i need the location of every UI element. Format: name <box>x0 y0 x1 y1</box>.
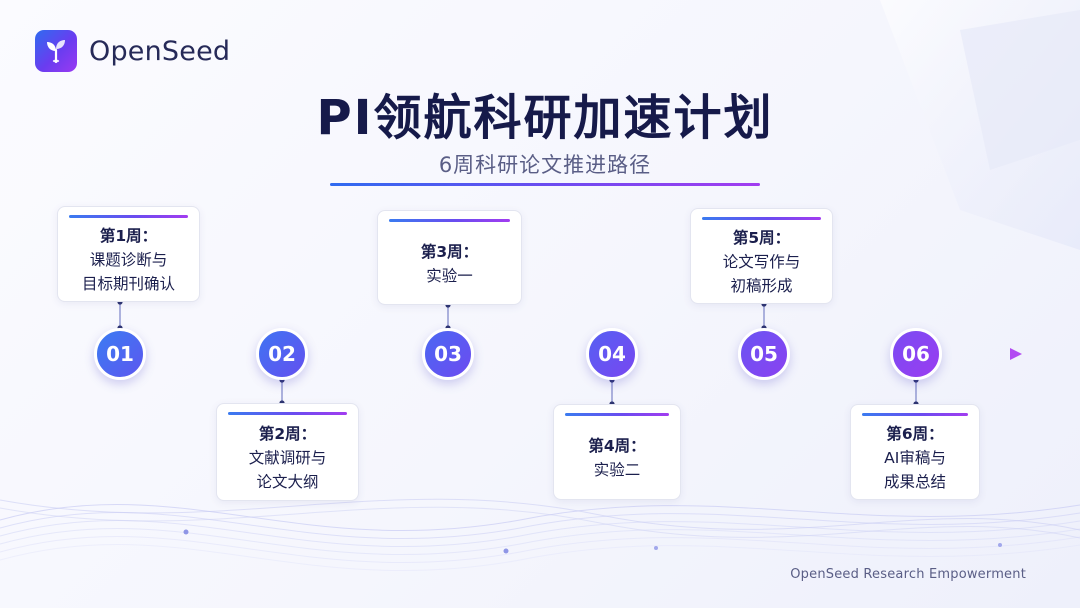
step-node-01: 01 <box>94 328 146 380</box>
step-card-01: 第1周： 课题诊断与目标期刊确认 <box>57 206 200 302</box>
step-description-line: 实验二 <box>593 461 641 479</box>
step-description-line: 目标期刊确认 <box>81 275 175 293</box>
card-accent-bar <box>862 413 968 416</box>
step-description-line: 课题诊断与 <box>89 251 168 269</box>
card-accent-bar <box>228 412 347 415</box>
footer-tagline: OpenSeed Research Empowerment <box>790 567 1026 582</box>
step-description-line: 实验一 <box>426 266 473 285</box>
sparkle-dot <box>503 548 509 554</box>
brand-logo: OpenSeed <box>35 30 230 72</box>
card-accent-bar <box>565 413 669 416</box>
subtitle-underline <box>330 183 760 186</box>
step-week-label: 第2周： <box>258 425 317 443</box>
step-week-label: 第5周： <box>732 229 791 247</box>
card-accent-bar <box>69 215 188 218</box>
card-accent-bar <box>389 219 510 222</box>
timeline-arrow-icon <box>1010 348 1022 360</box>
step-week-label: 第6周： <box>886 425 944 443</box>
wave-lines <box>0 498 1080 572</box>
sparkle-dot <box>654 546 658 550</box>
step-card-04: 第4周： 实验二 <box>553 404 681 500</box>
page-subtitle: 6周科研论文推进路径 <box>438 153 652 177</box>
step-node-03: 03 <box>422 328 474 380</box>
step-week-label: 第4周： <box>588 437 646 455</box>
step-description-line: 初稿形成 <box>730 277 793 295</box>
step-description-line: 论文大纲 <box>256 473 319 491</box>
step-card-05: 第5周： 论文写作与初稿形成 <box>690 208 833 304</box>
step-card-text: 第3周： 实验一 <box>378 240 521 288</box>
page-title: PI领航科研加速计划 <box>316 90 774 146</box>
step-week-label: 第1周： <box>99 227 158 245</box>
step-node-02: 02 <box>256 328 308 380</box>
step-card-text: 第1周： 课题诊断与目标期刊确认 <box>58 224 199 296</box>
step-card-text: 第6周： AI审稿与成果总结 <box>851 422 979 494</box>
step-description-line: AI审稿与 <box>884 449 946 467</box>
step-node-06: 06 <box>890 328 942 380</box>
step-node-05: 05 <box>738 328 790 380</box>
step-description-line: 文献调研与 <box>248 449 327 467</box>
step-card-text: 第4周： 实验二 <box>554 434 680 482</box>
sparkle-dot <box>183 529 189 535</box>
step-card-02: 第2周： 文献调研与论文大纲 <box>216 403 359 501</box>
step-card-text: 第2周： 文献调研与论文大纲 <box>217 422 358 494</box>
step-card-03: 第3周： 实验一 <box>377 210 522 305</box>
step-description-line: 论文写作与 <box>722 253 801 271</box>
brand-name: OpenSeed <box>89 35 231 67</box>
sprout-icon <box>35 30 77 72</box>
card-accent-bar <box>702 217 821 220</box>
step-description-line: 成果总结 <box>883 473 946 491</box>
step-node-04: 04 <box>586 328 638 380</box>
sparkle-dot <box>998 543 1002 547</box>
step-card-text: 第5周： 论文写作与初稿形成 <box>691 226 832 298</box>
step-week-label: 第3周： <box>420 242 479 261</box>
step-card-06: 第6周： AI审稿与成果总结 <box>850 404 980 500</box>
